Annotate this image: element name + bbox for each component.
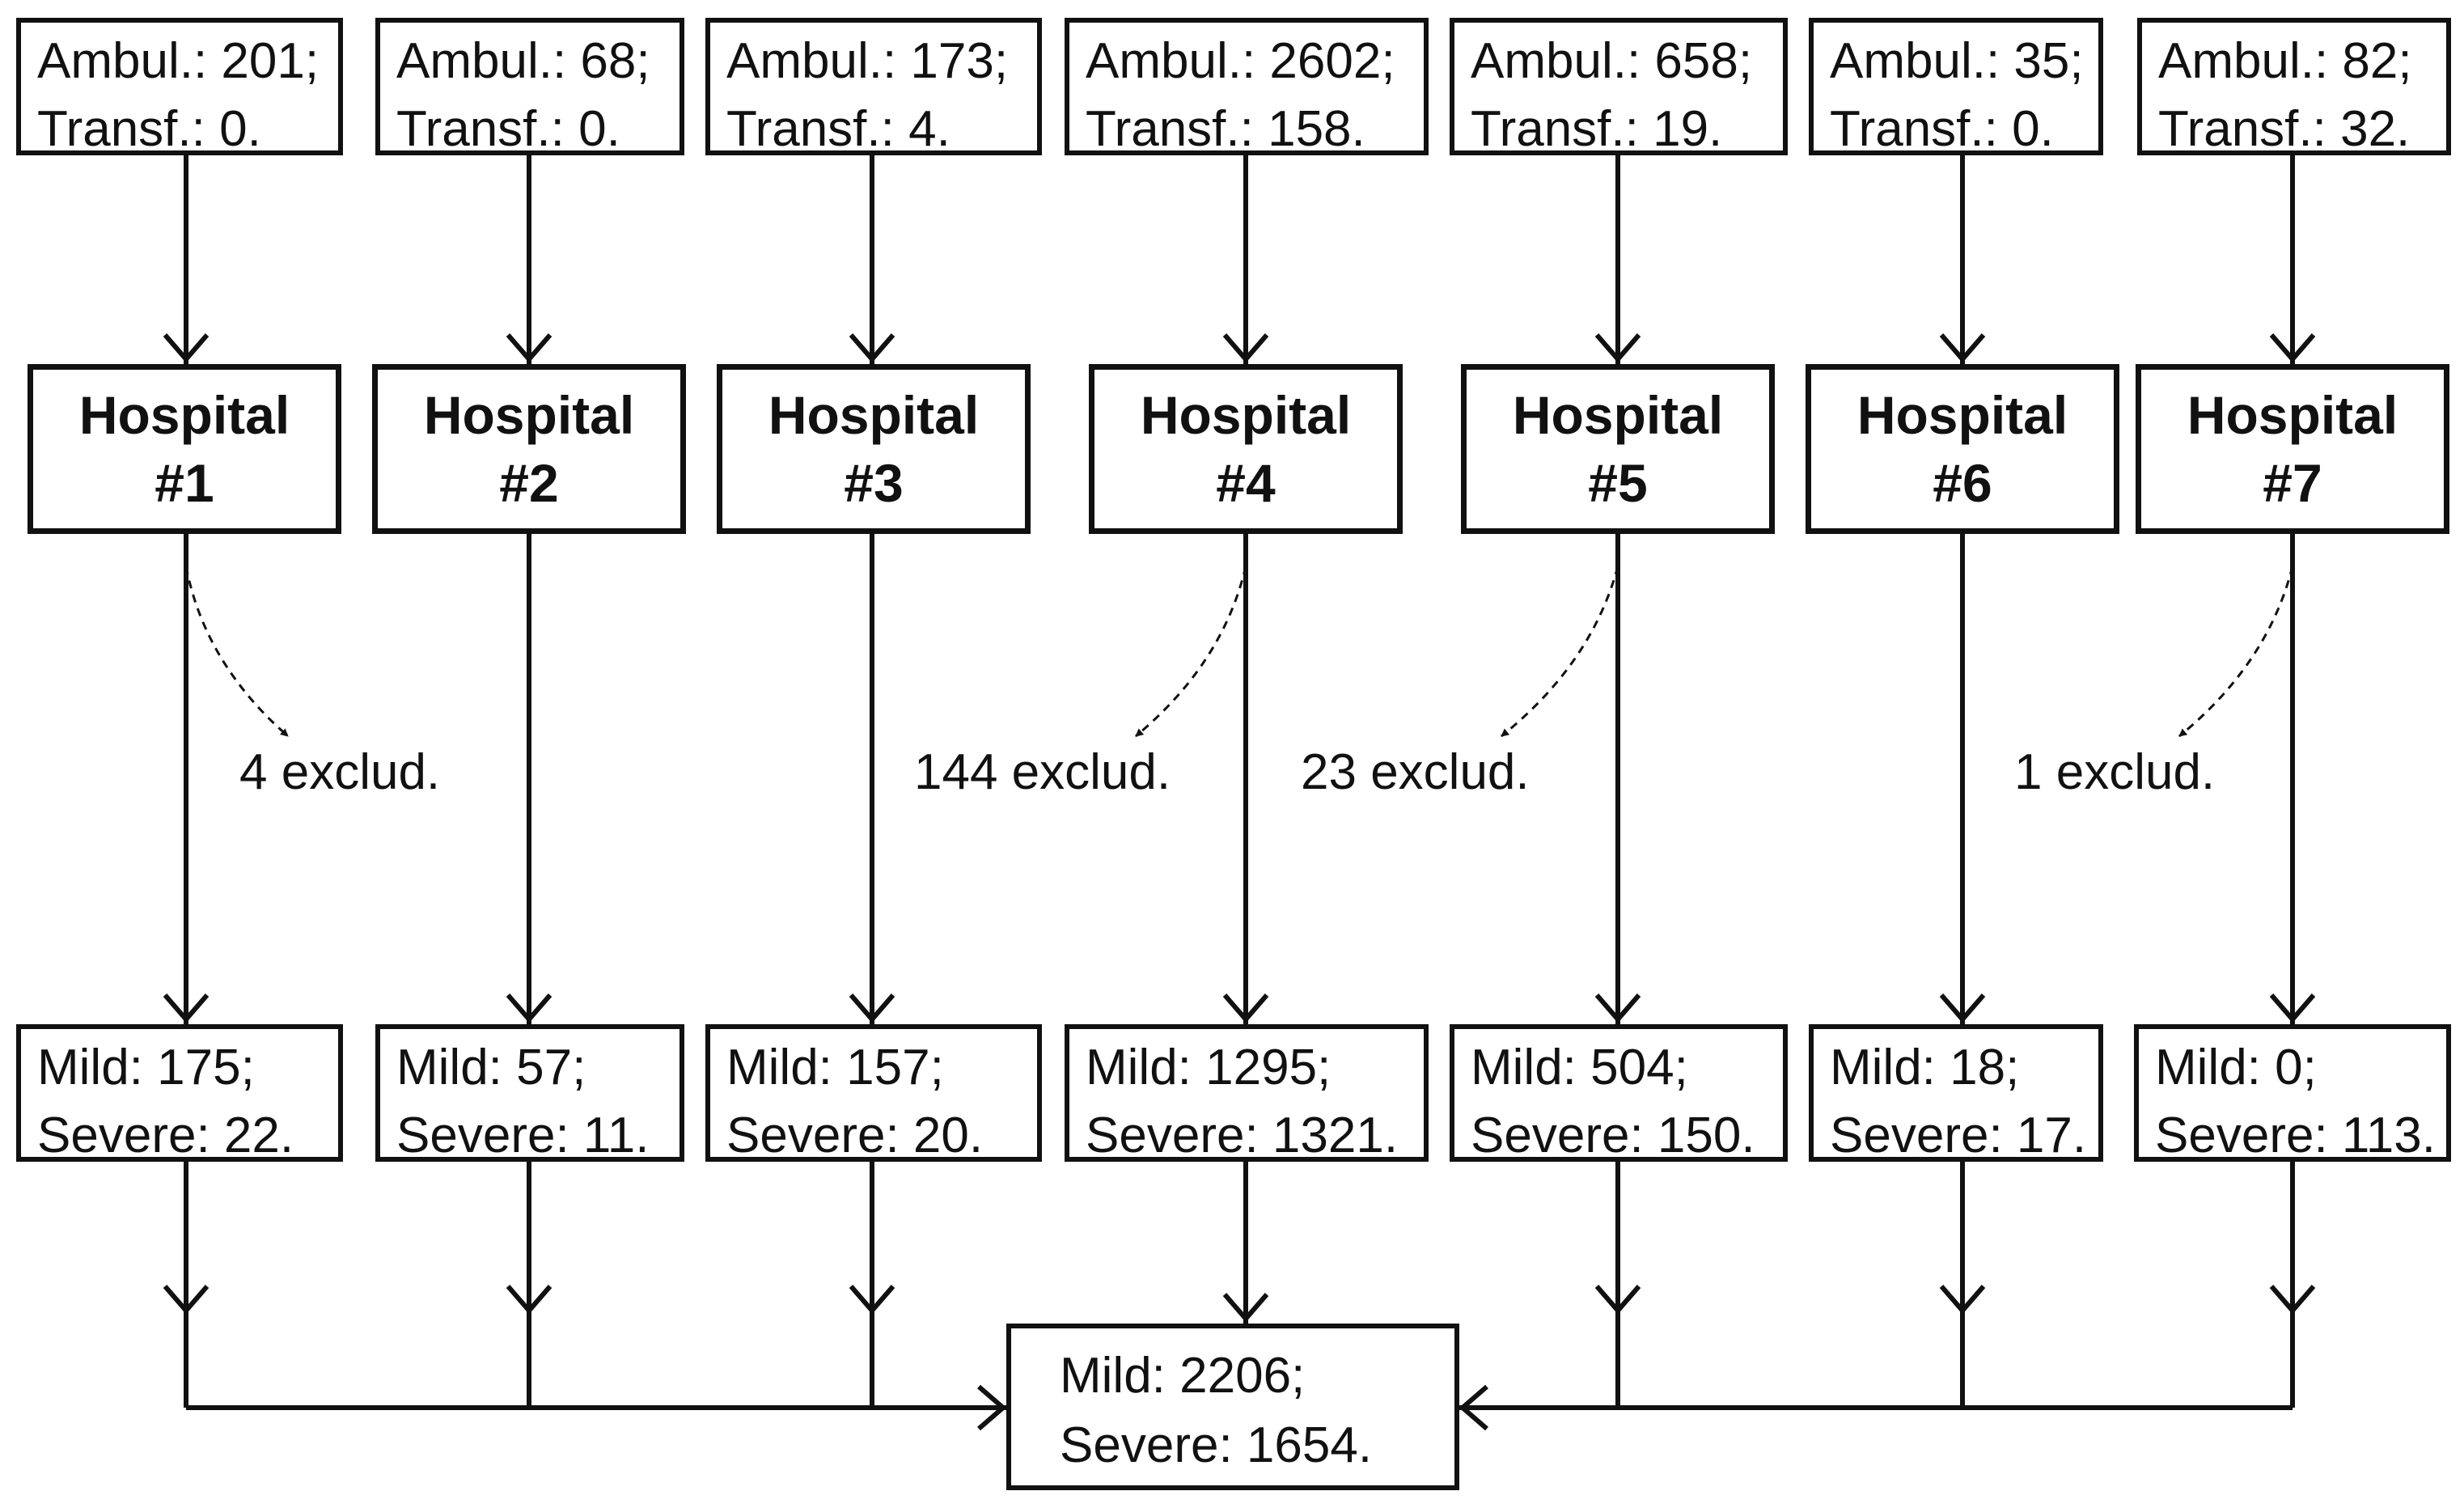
hospital-3-transfer-count: Transf.: 4. [726, 101, 950, 157]
hospital-1-exclusion-arrow [184, 566, 289, 738]
hospital-6-outcome-box: Mild: 18; Severe: 17. [1809, 1024, 2103, 1163]
hospital-5-severe-count: Severe: 150. [1471, 1108, 1755, 1163]
hospital-4-outcome-arrowhead [1222, 993, 1269, 1023]
hospital-7-intake-arrowhead [2269, 333, 2316, 363]
hospital-5-outcome-arrowhead [1594, 993, 1641, 1023]
hospital-7-transfer-count: Transf.: 32. [2158, 101, 2411, 157]
merge-left-arrowhead [977, 1384, 1007, 1431]
hospital-4-intake-arrowhead [1222, 333, 1269, 363]
hospital-3-intake-arrowhead [849, 333, 895, 363]
hospital-1-excluded-label: 4 exclud. [239, 744, 441, 800]
hospital-5-box: Hospital #5 [1461, 364, 1775, 534]
hospital-6-outcome-arrowhead [1939, 993, 1986, 1023]
hospital-1-box: Hospital #1 [28, 364, 341, 534]
hospital-3-ambulatory-count: Ambul.: 173; [726, 33, 1009, 89]
total-outcome-box: Mild: 2206; Severe: 1654. [1006, 1324, 1459, 1490]
hospital-2-merge-arrowhead [506, 1285, 552, 1315]
hospital-1-number: #1 [155, 453, 214, 513]
hospital-4-ambulatory-count: Ambul.: 2602; [1086, 33, 1395, 89]
hospital-2-outcome-box: Mild: 57; Severe: 11. [375, 1024, 684, 1163]
hospital-6-ambulatory-count: Ambul.: 35; [1830, 33, 2084, 89]
hospital-4-box: Hospital #4 [1089, 364, 1403, 534]
hospital-7-intake-box: Ambul.: 82; Transf.: 32. [2137, 18, 2451, 157]
hospital-6-label: Hospital [1856, 385, 2068, 445]
hospital-4-label: Hospital [1140, 385, 1352, 445]
hospital-1-label: Hospital [78, 385, 290, 445]
hospital-7-exclusion-arrow [2178, 566, 2294, 738]
hospital-7-ambulatory-count: Ambul.: 82; [2158, 33, 2412, 89]
hospital-6-merge-arrowhead [1939, 1285, 1986, 1315]
hospital-4-excluded-label: 144 exclud. [914, 744, 1171, 800]
hospital-5-mild-count: Mild: 504; [1471, 1040, 1688, 1095]
hospital-5-intake-arrowhead [1594, 333, 1641, 363]
hospital-3-outcome-box: Mild: 157; Severe: 20. [705, 1024, 1042, 1163]
hospital-2-intake-box: Ambul.: 68; Transf.: 0. [375, 18, 684, 157]
hospital-7-outcome-box: Mild: 0; Severe: 113. [2134, 1024, 2451, 1163]
hospital-5-merge-arrowhead [1594, 1285, 1641, 1315]
hospital-5-transfer-count: Transf.: 19. [1471, 101, 1723, 157]
hospital-3-mild-count: Mild: 157; [726, 1040, 944, 1095]
hospital-2-label: Hospital [423, 385, 635, 445]
hospital-2-severe-count: Severe: 11. [396, 1108, 650, 1163]
hospital-5-outcome-box: Mild: 504; Severe: 150. [1450, 1024, 1788, 1163]
hospital-1-intake-arrowhead [163, 333, 210, 363]
hospital-4-exclusion-arrow [1135, 566, 1247, 738]
hospital-1-outcome-arrowhead [163, 993, 210, 1023]
hospital-5-ambulatory-count: Ambul.: 658; [1471, 33, 1753, 89]
hospital-7-mild-count: Mild: 0; [2155, 1040, 2317, 1095]
hospital-4-severe-count: Severe: 1321. [1086, 1108, 1399, 1163]
hospital-5-excluded-label: 23 exclud. [1301, 744, 1530, 800]
hospital-2-mild-count: Mild: 57; [396, 1040, 586, 1095]
hospital-3-box: Hospital #3 [717, 364, 1031, 534]
hospital-1-transfer-count: Transf.: 0. [37, 101, 261, 157]
hospital-6-severe-count: Severe: 17. [1830, 1108, 2087, 1163]
hospital-3-number: #3 [844, 453, 904, 513]
hospital-4-number: #4 [1216, 453, 1276, 513]
hospital-5-number: #5 [1588, 453, 1648, 513]
hospital-1-merge-arrowhead [163, 1285, 210, 1315]
hospital-6-box: Hospital #6 [1806, 364, 2119, 534]
hospital-1-intake-box: Ambul.: 201; Transf.: 0. [16, 18, 343, 157]
hospital-1-mild-count: Mild: 175; [37, 1040, 255, 1095]
hospital-4-transfer-count: Transf.: 158. [1086, 101, 1365, 157]
hospital-1-severe-count: Severe: 22. [37, 1108, 294, 1163]
merge-right-arrowhead [1459, 1384, 1488, 1431]
hospital-4-merge-arrowhead [1222, 1293, 1269, 1323]
hospital-3-label: Hospital [768, 385, 980, 445]
hospital-5-intake-box: Ambul.: 658; Transf.: 19. [1450, 18, 1788, 157]
hospital-7-severe-count: Severe: 113. [2155, 1108, 2436, 1163]
total-mild-count: Mild: 2206; [1060, 1348, 1306, 1404]
hospital-2-outcome-arrowhead [506, 993, 552, 1023]
hospital-2-ambulatory-count: Ambul.: 68; [396, 33, 650, 89]
hospital-3-outcome-arrowhead [849, 993, 895, 1023]
hospital-2-transfer-count: Transf.: 0. [396, 101, 620, 157]
hospital-4-outcome-box: Mild: 1295; Severe: 1321. [1065, 1024, 1429, 1163]
hospital-1-outcome-box: Mild: 175; Severe: 22. [16, 1024, 343, 1163]
hospital-2-number: #2 [499, 453, 559, 513]
hospital-6-number: #6 [1933, 453, 1992, 513]
hospital-3-severe-count: Severe: 20. [726, 1108, 984, 1163]
hospital-1-ambulatory-count: Ambul.: 201; [37, 33, 320, 89]
hospital-5-label: Hospital [1512, 385, 1724, 445]
hospital-4-mild-count: Mild: 1295; [1086, 1040, 1331, 1095]
hospital-2-intake-arrowhead [506, 333, 552, 363]
hospital-7-box: Hospital #7 [2136, 364, 2449, 534]
hospital-7-merge-arrowhead [2269, 1285, 2316, 1315]
hospital-6-intake-box: Ambul.: 35; Transf.: 0. [1809, 18, 2103, 157]
hospital-3-intake-box: Ambul.: 173; Transf.: 4. [705, 18, 1042, 157]
hospital-3-merge-arrowhead [849, 1285, 895, 1315]
hospital-6-mild-count: Mild: 18; [1830, 1040, 2020, 1095]
hospital-2-box: Hospital #2 [372, 364, 686, 534]
hospital-7-excluded-label: 1 exclud. [2014, 744, 2216, 800]
total-severe-count: Severe: 1654. [1060, 1417, 1373, 1473]
hospital-4-intake-box: Ambul.: 2602; Transf.: 158. [1065, 18, 1429, 157]
hospital-5-exclusion-arrow [1501, 566, 1619, 738]
hospital-7-number: #7 [2263, 453, 2322, 513]
hospital-6-intake-arrowhead [1939, 333, 1986, 363]
hospital-7-label: Hospital [2187, 385, 2398, 445]
hospital-7-outcome-arrowhead [2269, 993, 2316, 1023]
hospital-6-transfer-count: Transf.: 0. [1830, 101, 2054, 157]
